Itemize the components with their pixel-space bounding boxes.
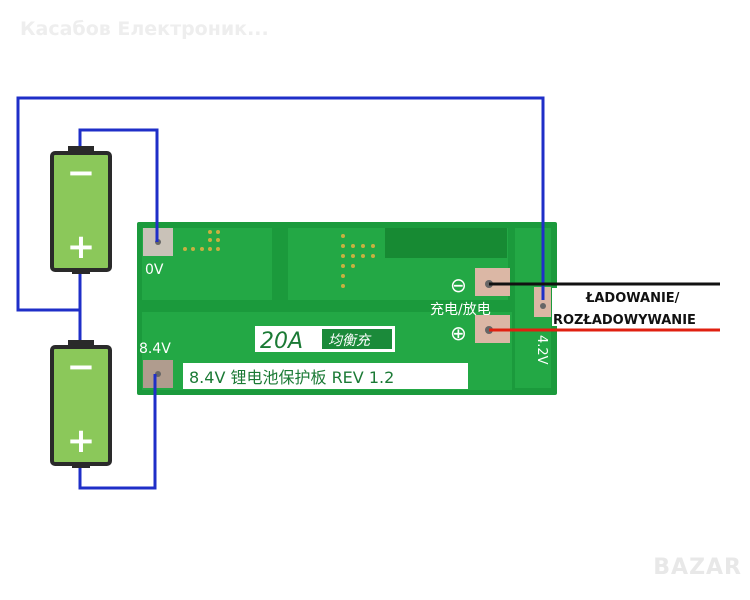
- charge-discharge-label: 充电/放电: [430, 302, 491, 318]
- plus-symbol: ⊕: [450, 321, 467, 345]
- balance-label: 均衡充: [328, 333, 372, 349]
- battery-minus-icon: −: [67, 153, 96, 193]
- battery-plus-icon: +: [67, 421, 96, 461]
- pad-4.2v: [534, 287, 551, 317]
- minus-symbol: ⊖: [450, 273, 467, 297]
- output-label-discharging: ROZŁADOWYWANIE: [553, 313, 696, 328]
- current-rating: 20A: [260, 329, 303, 354]
- label-4.2v: 4.2V: [534, 335, 549, 365]
- label-0v: 0V: [145, 262, 164, 278]
- battery-bottom: − +: [50, 340, 112, 468]
- bms-board: 0V 8.4V 4.2V 20A 均衡充 8.4V 锂电池保护板 REV 1.2…: [137, 222, 557, 395]
- bazar-logo: BAZAR: [653, 555, 742, 580]
- battery-top: − +: [50, 146, 112, 274]
- output-label-charging: ŁADOWANIE/: [585, 291, 680, 306]
- blue-wires: [16, 96, 545, 490]
- battery-plus-icon: +: [67, 227, 96, 267]
- pad-negative: [475, 268, 510, 296]
- board-description: 8.4V 锂电池保护板 REV 1.2: [189, 368, 394, 387]
- label-8.4v: 8.4V: [139, 341, 171, 357]
- watermark: Касабов Електроник...: [20, 18, 269, 40]
- battery-minus-icon: −: [67, 347, 96, 387]
